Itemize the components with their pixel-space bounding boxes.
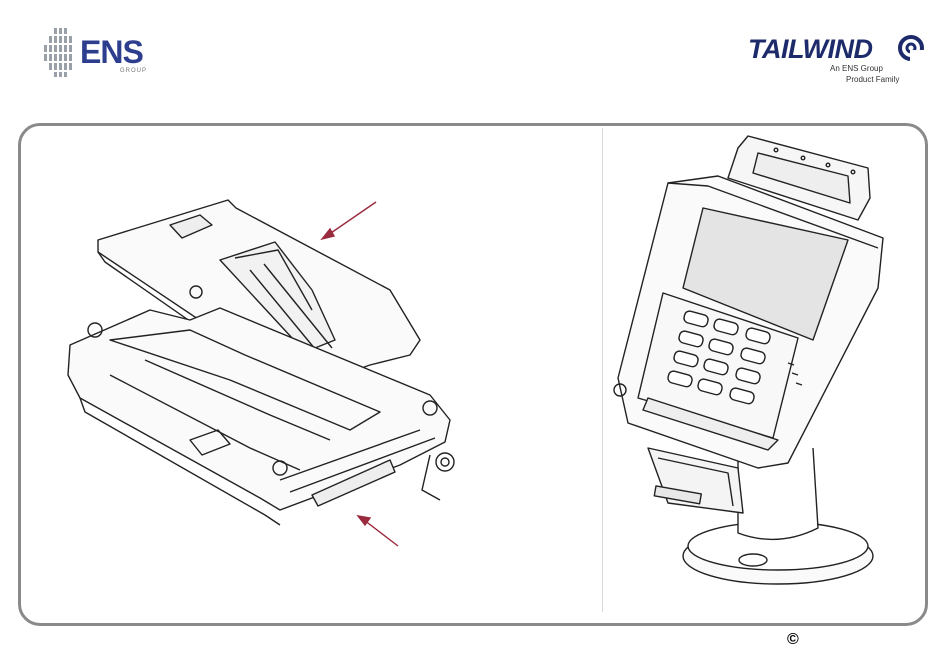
tailwind-swirl-icon [898, 34, 926, 64]
tailwind-tagline-1: An ENS Group [830, 64, 883, 73]
tailwind-tagline-2: Product Family [846, 75, 899, 84]
tailwind-logo-text: TAILWIND [748, 34, 872, 65]
ens-group-logo: ENS GROUP [40, 22, 150, 82]
tailwind-logo: TAILWIND An ENS Group Product Family [738, 28, 928, 90]
copyright-symbol: © [787, 631, 799, 649]
ens-logo-text: ENS [80, 34, 143, 71]
mount-cradle-drawing [50, 180, 470, 550]
ens-globe-icon [40, 26, 76, 78]
payment-terminal-drawing [608, 128, 908, 598]
ens-logo-subtext: GROUP [120, 68, 147, 74]
image-divider [602, 128, 603, 612]
